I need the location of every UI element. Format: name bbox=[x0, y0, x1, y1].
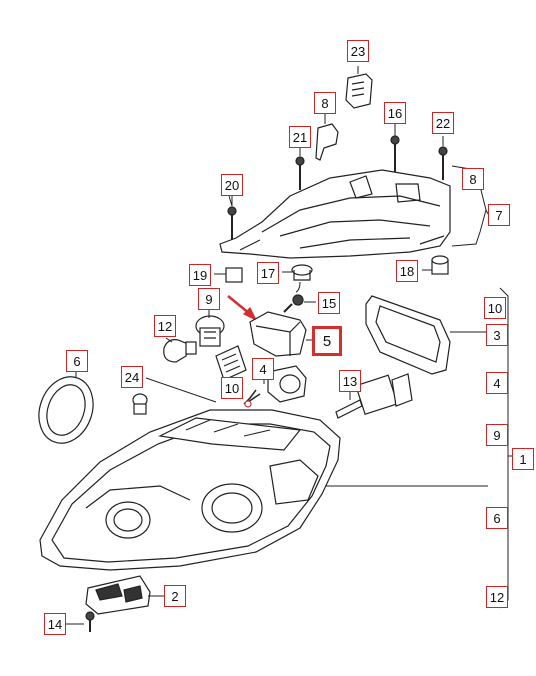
callout-19[interactable]: 19 bbox=[189, 264, 211, 286]
bulb-socket-9 bbox=[195, 306, 225, 347]
upper-mounting-bracket bbox=[219, 169, 451, 259]
callout-4-left[interactable]: 4 bbox=[252, 358, 274, 380]
callout-3[interactable]: 3 bbox=[486, 324, 508, 346]
callout-9-right[interactable]: 9 bbox=[486, 424, 508, 446]
screw-15 bbox=[283, 294, 316, 313]
callout-4-right[interactable]: 4 bbox=[486, 372, 508, 394]
callout-12-left[interactable]: 12 bbox=[154, 315, 176, 337]
small-bulb-24 bbox=[132, 377, 217, 415]
screw-21 bbox=[295, 146, 305, 190]
callout-16[interactable]: 16 bbox=[384, 102, 406, 124]
screw-14 bbox=[66, 611, 95, 632]
callout-21[interactable]: 21 bbox=[289, 126, 311, 148]
screw-20 bbox=[227, 196, 237, 244]
gasket-seal-part bbox=[365, 295, 488, 375]
clip-18 bbox=[422, 255, 449, 275]
callout-1[interactable]: 1 bbox=[512, 448, 534, 470]
screw-22 bbox=[438, 136, 448, 180]
callout-17[interactable]: 17 bbox=[257, 262, 279, 284]
callout-18[interactable]: 18 bbox=[396, 260, 418, 282]
selection-arrow bbox=[227, 295, 258, 322]
bulb-12 bbox=[163, 337, 197, 363]
cover-cap-part bbox=[249, 311, 316, 357]
connector-plug-part bbox=[345, 66, 373, 109]
grommet-17 bbox=[282, 264, 313, 293]
screw-16 bbox=[390, 122, 400, 176]
control-unit-10 bbox=[215, 345, 247, 388]
callout-6-right[interactable]: 6 bbox=[486, 507, 508, 529]
igniter-part bbox=[243, 365, 307, 408]
callout-9-left[interactable]: 9 bbox=[198, 288, 220, 310]
leader-lines bbox=[228, 195, 233, 207]
clip-19 bbox=[214, 267, 243, 283]
xenon-bulb-13 bbox=[335, 373, 413, 419]
callout-15[interactable]: 15 bbox=[318, 292, 340, 314]
callout-7[interactable]: 7 bbox=[488, 204, 510, 226]
bracket-clip-part bbox=[315, 110, 339, 161]
callout-14[interactable]: 14 bbox=[44, 613, 66, 635]
callout-13[interactable]: 13 bbox=[339, 370, 361, 392]
ballast-unit bbox=[85, 575, 164, 615]
headlight-housing bbox=[39, 409, 488, 571]
callout-2[interactable]: 2 bbox=[164, 585, 186, 607]
callout-23[interactable]: 23 bbox=[347, 40, 369, 62]
callout-8-right[interactable]: 8 bbox=[462, 168, 484, 190]
callout-12-right[interactable]: 12 bbox=[486, 586, 508, 608]
callout-24[interactable]: 24 bbox=[121, 366, 143, 388]
callout-22[interactable]: 22 bbox=[432, 112, 454, 134]
callout-10-right[interactable]: 10 bbox=[484, 297, 506, 319]
callout-5-selected[interactable]: 5 bbox=[312, 326, 342, 356]
callout-8-upper[interactable]: 8 bbox=[314, 92, 336, 114]
rubber-ring-6 bbox=[38, 368, 94, 444]
callout-10-left[interactable]: 10 bbox=[221, 377, 243, 399]
callout-6-left[interactable]: 6 bbox=[66, 350, 88, 372]
callout-20[interactable]: 20 bbox=[221, 174, 243, 196]
